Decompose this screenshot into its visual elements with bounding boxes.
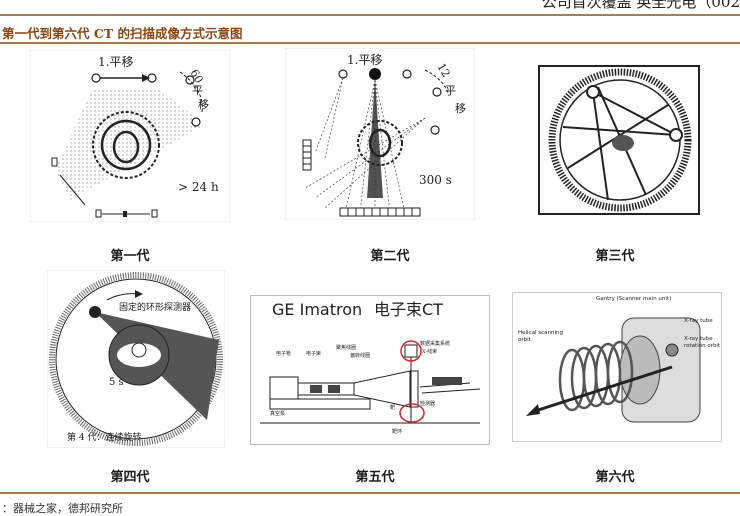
- gen1-move-label: 1.平移: [98, 55, 133, 69]
- gen5-title-b: 电子束CT: [374, 300, 443, 319]
- gen6-rotation-a: X-ray tube: [684, 336, 713, 342]
- gen1-gantry: [92, 111, 160, 179]
- gen5-label-target: 靶: [390, 404, 395, 411]
- gen6-xray-label: X-ray tube: [684, 318, 713, 324]
- caption-gen1: 第一代: [110, 249, 150, 264]
- gen1-detectors: [51, 157, 158, 218]
- gen5-diagram: GE Imatron 电子束CT 电子枪 电子束 聚焦线圈 偏转线圈 数据采集系…: [250, 295, 490, 445]
- gen6-helical-b: orbit: [518, 337, 532, 343]
- gen1-rotate-b: 平: [192, 84, 203, 97]
- gen6-helical-a: Helical scanning: [518, 330, 563, 336]
- panel-gen1: 1.平移 60 平 移 > 24 h: [30, 50, 230, 222]
- header-text: 公司首次覆盖 英全光电（002: [541, 0, 740, 11]
- gen6-rotation-b: rotation orbit: [684, 343, 721, 349]
- figure-source: ：器械之家，德邦研究所: [2, 502, 123, 515]
- gen3-diagram: [538, 65, 700, 215]
- gen2-diagram: 1.平移 12 平 移 300 s: [285, 48, 475, 220]
- panel-gen6: Gantry (Scanner main unit) X-ray tube X-…: [512, 292, 722, 442]
- gen1-diagram: 1.平移 60 平 移 > 24 h: [30, 50, 230, 222]
- gen2-rotate-label: 12: [434, 61, 452, 80]
- gen6-diagram: Gantry (Scanner main unit) X-ray tube X-…: [512, 292, 722, 442]
- gen5-label-deflect: 偏转线圈: [350, 352, 370, 359]
- panel-gen4: 固定的环形探测器 5 s 第 4 代：连续旋转: [47, 270, 225, 448]
- caption-gen6: 第六代: [595, 470, 635, 485]
- caption-gen5: 第五代: [355, 470, 395, 485]
- gen5-title-a: GE Imatron: [272, 300, 362, 319]
- gen2-move-label: 1.平移: [347, 53, 382, 67]
- gen1-rotate-c: 移: [198, 98, 209, 111]
- gen4-diagram: 固定的环形探测器 5 s 第 4 代：连续旋转: [47, 270, 225, 448]
- gen5-label-focus: 聚焦线圈: [336, 344, 356, 351]
- gen2-rotate-b: 平: [445, 84, 456, 97]
- gen5-label-pump: 真空泵: [270, 410, 285, 417]
- caption-gen4: 第四代: [110, 470, 150, 485]
- gen5-label-gun: 电子枪: [276, 350, 291, 357]
- header-rule: [0, 14, 740, 16]
- gen1-rotate-label: 60: [187, 67, 205, 86]
- gen5-label-xray: X-线束: [422, 348, 437, 355]
- gen5-label-das: 数据采集系统: [420, 340, 450, 347]
- gen1-time-label: > 24 h: [178, 180, 219, 194]
- gen5-label-ring: 靶环: [392, 428, 402, 435]
- footer-rule: [0, 492, 740, 494]
- title-rule: [0, 42, 740, 44]
- panel-gen5: GE Imatron 电子束CT 电子枪 电子束 聚焦线圈 偏转线圈 数据采集系…: [250, 295, 490, 445]
- caption-gen2: 第二代: [370, 249, 410, 264]
- gen2-rotate-c: 移: [455, 102, 466, 115]
- panel-gen2: 1.平移 12 平 移 300 s: [285, 48, 475, 220]
- gen4-footer-label: 第 4 代：连续旋转: [67, 431, 141, 443]
- caption-gen3: 第三代: [595, 249, 635, 264]
- gen5-label-detector: 检测器: [420, 400, 435, 407]
- page-header: 公司首次覆盖 英全光电（002: [0, 0, 740, 16]
- gen4-time-label: 5 s: [109, 377, 124, 388]
- gen4-ring-label: 固定的环形探测器: [119, 301, 191, 313]
- gen2-time-label: 300 s: [419, 173, 452, 187]
- gen5-label-beam: 电子束: [306, 350, 321, 357]
- figure-title: 第一代到第六代 CT 的扫描成像方式示意图: [2, 26, 243, 41]
- gen6-gantry-label: Gantry (Scanner main unit): [596, 296, 671, 302]
- panel-gen3: [538, 65, 700, 215]
